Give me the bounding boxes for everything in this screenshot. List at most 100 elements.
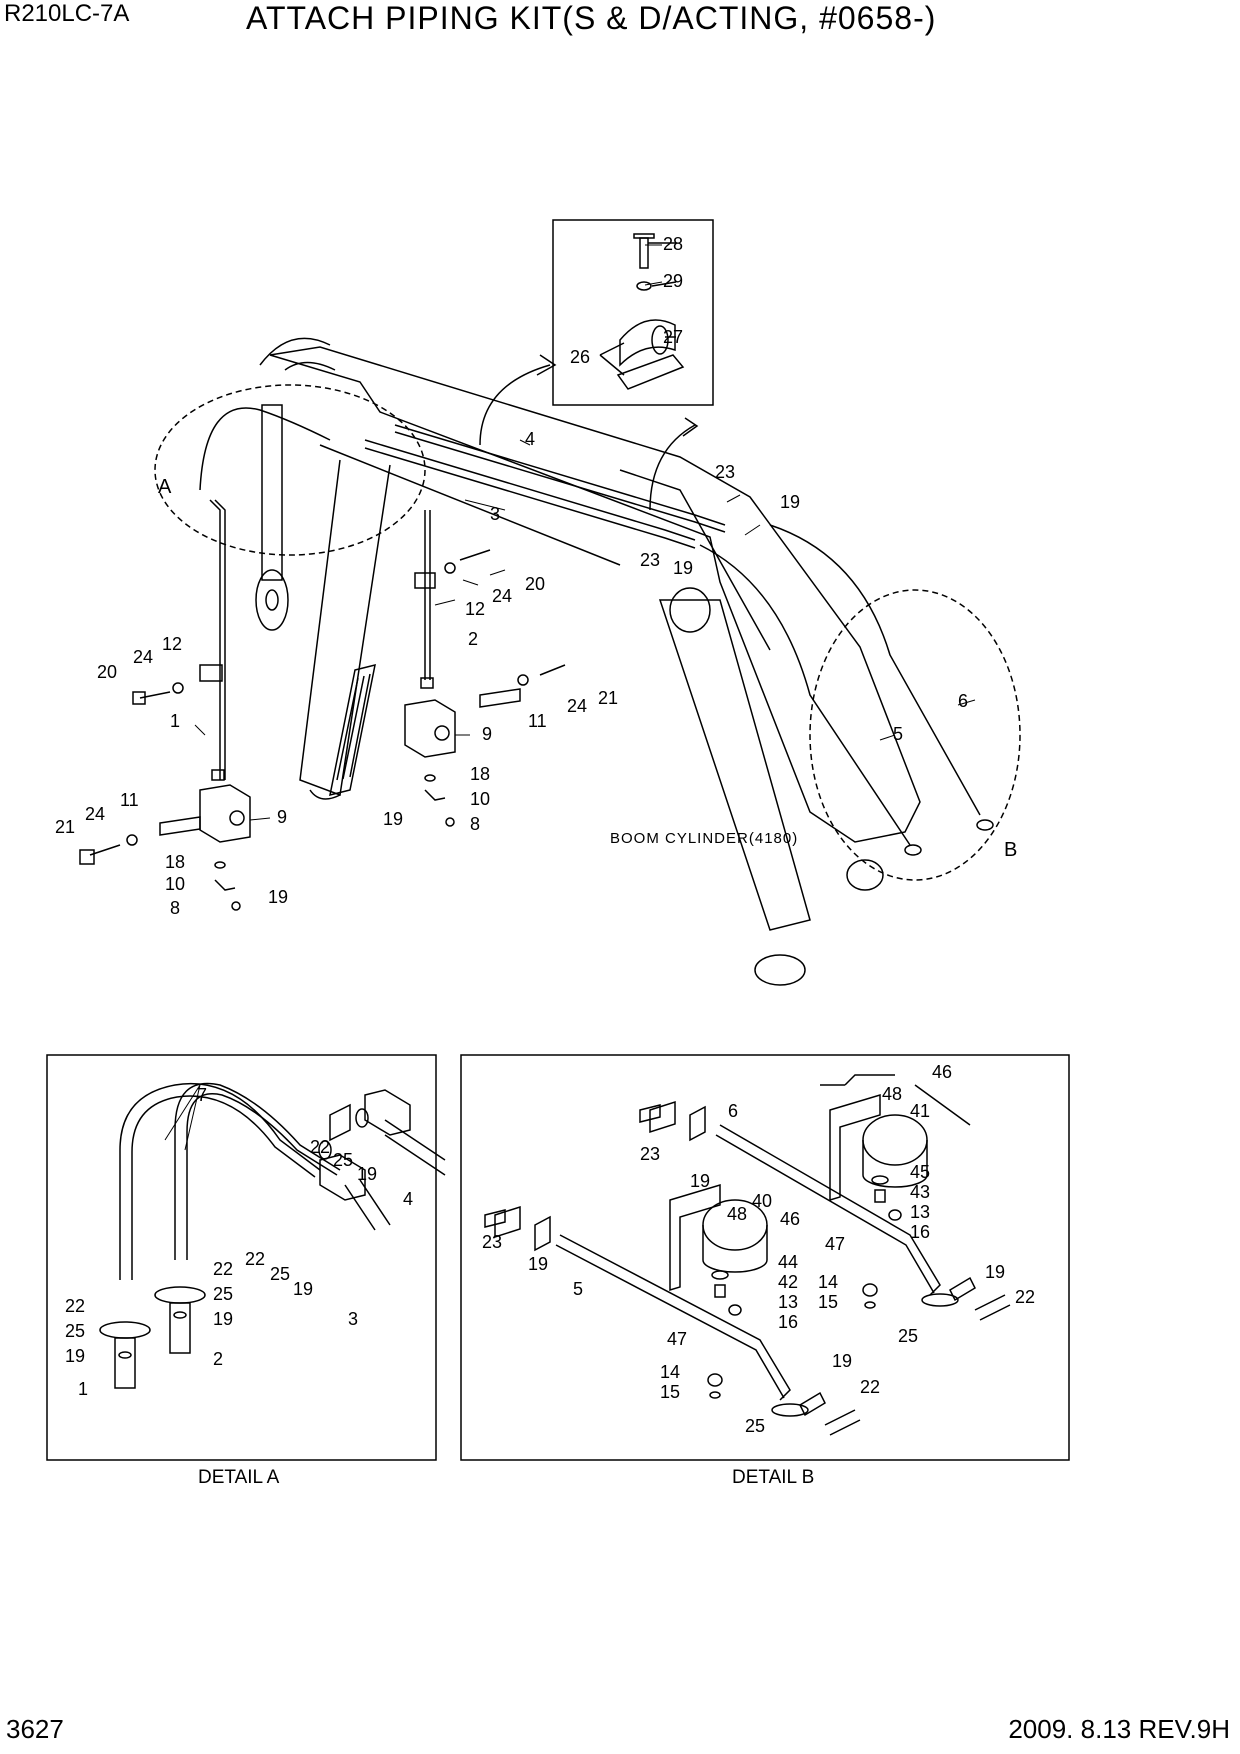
db-callout-19c: 19 <box>985 1262 1005 1282</box>
db-callout-42: 42 <box>778 1272 798 1292</box>
callout-20m: 20 <box>525 574 545 594</box>
detail-a: 7 22 25 19 4 22 25 19 3 22 25 19 2 22 25… <box>46 1054 446 1488</box>
da-callout-19a: 19 <box>357 1164 377 1184</box>
page-number: 3627 <box>6 1714 64 1744</box>
callout-19m: 19 <box>383 809 403 829</box>
hose-7 <box>199 407 331 491</box>
db-callout-6: 6 <box>728 1101 738 1121</box>
callout-8l: 8 <box>170 898 180 918</box>
detail-marker-b: B <box>1004 839 1017 861</box>
callout-5: 5 <box>893 724 903 744</box>
db-callout-5: 5 <box>573 1279 583 1299</box>
db-callout-47b: 47 <box>667 1329 687 1349</box>
callout-10m: 10 <box>470 789 490 809</box>
callout-2: 2 <box>468 629 478 649</box>
clamp-inset-frame <box>552 219 714 406</box>
da-callout-7: 7 <box>197 1085 207 1105</box>
callout-29: 29 <box>663 271 683 291</box>
db-callout-14a: 14 <box>818 1272 838 1292</box>
da-callout-25c: 25 <box>213 1284 233 1304</box>
db-callout-23b: 23 <box>482 1232 502 1252</box>
da-callout-19d: 19 <box>65 1346 85 1366</box>
detail-b-circle <box>809 589 1021 881</box>
callout-9m: 9 <box>482 724 492 744</box>
db-callout-40: 40 <box>752 1191 772 1211</box>
da-callout-22c: 22 <box>213 1259 233 1279</box>
callout-24l: 24 <box>133 647 153 667</box>
db-callout-19d: 19 <box>832 1351 852 1371</box>
db-callout-48a: 48 <box>882 1084 902 1104</box>
callout-27: 27 <box>663 327 683 347</box>
db-callout-14b: 14 <box>660 1362 680 1382</box>
callout-21l: 21 <box>55 817 75 837</box>
db-callout-22a: 22 <box>1015 1287 1035 1307</box>
db-callout-43: 43 <box>910 1182 930 1202</box>
detail-marker-a: A <box>158 476 172 498</box>
da-callout-22a: 22 <box>310 1137 330 1157</box>
db-callout-25a: 25 <box>898 1326 918 1346</box>
db-callout-19b: 19 <box>528 1254 548 1274</box>
da-callout-2: 2 <box>213 1349 223 1369</box>
db-callout-47a: 47 <box>825 1234 845 1254</box>
db-callout-13a: 13 <box>910 1202 930 1222</box>
db-callout-19a: 19 <box>690 1171 710 1191</box>
callout-28: 28 <box>663 234 683 254</box>
da-callout-25a: 25 <box>333 1150 353 1170</box>
callout-3: 3 <box>490 504 500 524</box>
page-title: ATTACH PIPING KIT(S & D/ACTING, #0658-) <box>246 0 937 36</box>
callout-23b: 23 <box>640 550 660 570</box>
db-callout-41: 41 <box>910 1101 930 1121</box>
clamp-inset-parts <box>599 233 685 390</box>
detail-a-circle <box>154 384 426 556</box>
da-callout-25b: 25 <box>270 1264 290 1284</box>
db-callout-16a: 16 <box>910 1222 930 1242</box>
boom-cylinder-label: BOOM CYLINDER(4180) <box>610 830 798 847</box>
db-callout-45: 45 <box>910 1162 930 1182</box>
da-callout-22b: 22 <box>245 1249 265 1269</box>
callout-24m2: 24 <box>567 696 587 716</box>
callout-9l: 9 <box>277 807 287 827</box>
db-callout-15a: 15 <box>818 1292 838 1312</box>
callout-8m: 8 <box>470 814 480 834</box>
db-callout-16b: 16 <box>778 1312 798 1332</box>
model-name: R210LC-7A <box>4 0 130 27</box>
callout-24l2: 24 <box>85 804 105 824</box>
db-callout-44: 44 <box>778 1252 798 1272</box>
callout-26: 26 <box>570 347 590 367</box>
da-callout-3: 3 <box>348 1309 358 1329</box>
callout-20l: 20 <box>97 662 117 682</box>
detail-b-frame <box>460 1054 1070 1461</box>
db-callout-25b: 25 <box>745 1416 765 1436</box>
callout-23a: 23 <box>715 462 735 482</box>
piping-3-4 <box>364 424 994 856</box>
callout-19b: 19 <box>673 558 693 578</box>
da-callout-25d: 25 <box>65 1321 85 1341</box>
callout-12m: 12 <box>465 599 485 619</box>
callout-4: 4 <box>525 429 535 449</box>
detail-a-caption: DETAIL A <box>198 1467 280 1488</box>
callout-24m: 24 <box>492 586 512 606</box>
callout-11m: 11 <box>528 711 547 731</box>
callout-1: 1 <box>170 711 180 731</box>
db-callout-15b: 15 <box>660 1382 680 1402</box>
callout-11l: 11 <box>120 790 139 810</box>
da-callout-1: 1 <box>78 1379 88 1399</box>
callout-12l: 12 <box>162 634 182 654</box>
db-callout-48b: 48 <box>727 1204 747 1224</box>
pipe-1 <box>209 499 221 780</box>
callout-19l: 19 <box>268 887 288 907</box>
callout-19a: 19 <box>780 492 800 512</box>
db-callout-46a: 46 <box>932 1062 952 1082</box>
db-callout-13b: 13 <box>778 1292 798 1312</box>
callout-21m: 21 <box>598 688 618 708</box>
revision-date: 2009. 8.13 REV.9H <box>1008 1714 1230 1744</box>
da-callout-22d: 22 <box>65 1296 85 1316</box>
db-callout-22b: 22 <box>860 1377 880 1397</box>
db-callout-23a: 23 <box>640 1144 660 1164</box>
main-view: 28 29 27 26 4 3 23 19 23 19 20 24 12 2 1… <box>55 219 1021 986</box>
da-callout-4: 4 <box>403 1189 413 1209</box>
detail-a-frame <box>46 1054 437 1461</box>
callout-18l: 18 <box>165 852 185 872</box>
callout-18m: 18 <box>470 764 490 784</box>
